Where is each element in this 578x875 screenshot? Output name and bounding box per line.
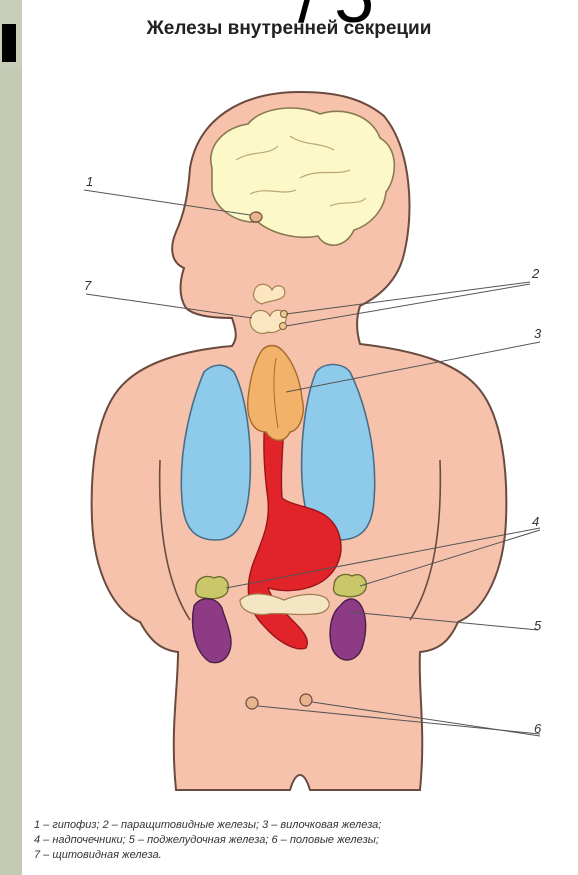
callout-2: 2 [531, 266, 540, 281]
legend-line-3: 7 – щитовидная железа. [34, 848, 564, 863]
gonad-right [300, 694, 312, 706]
legend-line-1: 1 – гипофиз; 2 – паращитовидные железы; … [34, 818, 564, 833]
legend-line-2: 4 – надпочечники; 5 – поджелудочная желе… [34, 833, 564, 848]
callout-6: 6 [534, 721, 542, 736]
callout-1: 1 [86, 174, 93, 189]
parathyroid-gland-2 [280, 323, 287, 330]
callout-5: 5 [534, 618, 542, 633]
pituitary-gland [250, 212, 262, 222]
callout-4: 4 [532, 514, 539, 529]
callout-7: 7 [84, 278, 92, 293]
diagram-legend: 1 – гипофиз; 2 – паращитовидные железы; … [34, 818, 564, 863]
gonad-left [246, 697, 258, 709]
left-adrenal-gland [195, 576, 228, 598]
callout-3: 3 [534, 326, 542, 341]
